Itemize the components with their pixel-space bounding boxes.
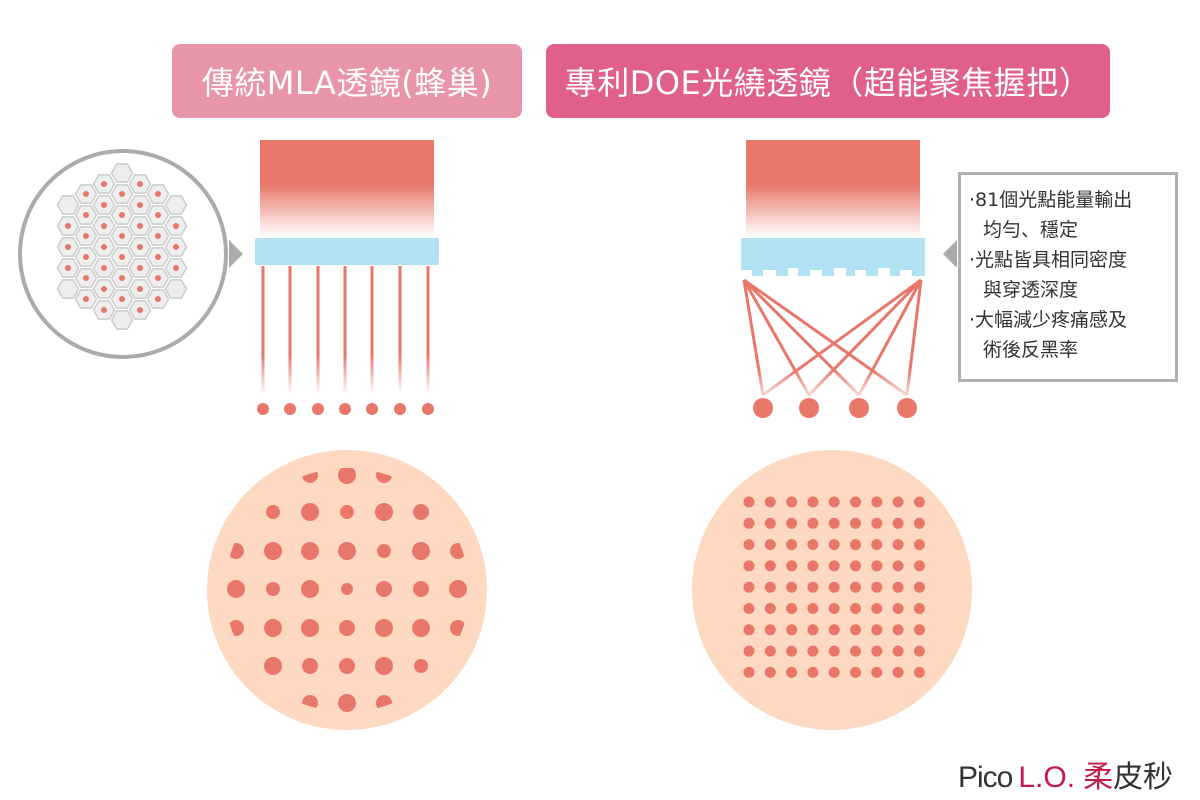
benefit-item: ·光點皆具相同密度 與穿透深度 — [969, 249, 1128, 301]
callout-pointer — [943, 240, 957, 268]
benefit-item: ·大幅減少疼痛感及 術後反黑率 — [969, 309, 1128, 361]
mla-lens-title: 傳統MLA透鏡(蜂巢) — [172, 44, 522, 118]
doe-lens — [741, 238, 925, 276]
benefit-item: ·81個光點能量輸出 均勻、穩定 — [969, 189, 1133, 241]
doe-benefits-callout: ·81個光點能量輸出 均勻、穩定 ·光點皆具相同密度 與穿透深度 ·大幅減少疼痛… — [958, 172, 1178, 382]
mla-laser-source — [255, 140, 439, 415]
honeycomb-magnifier — [18, 149, 243, 359]
mla-lens — [255, 238, 439, 265]
doe-lens-title: 專利DOE光繞透鏡（超能聚焦握把） — [546, 44, 1110, 118]
doe-laser-source — [741, 140, 957, 418]
